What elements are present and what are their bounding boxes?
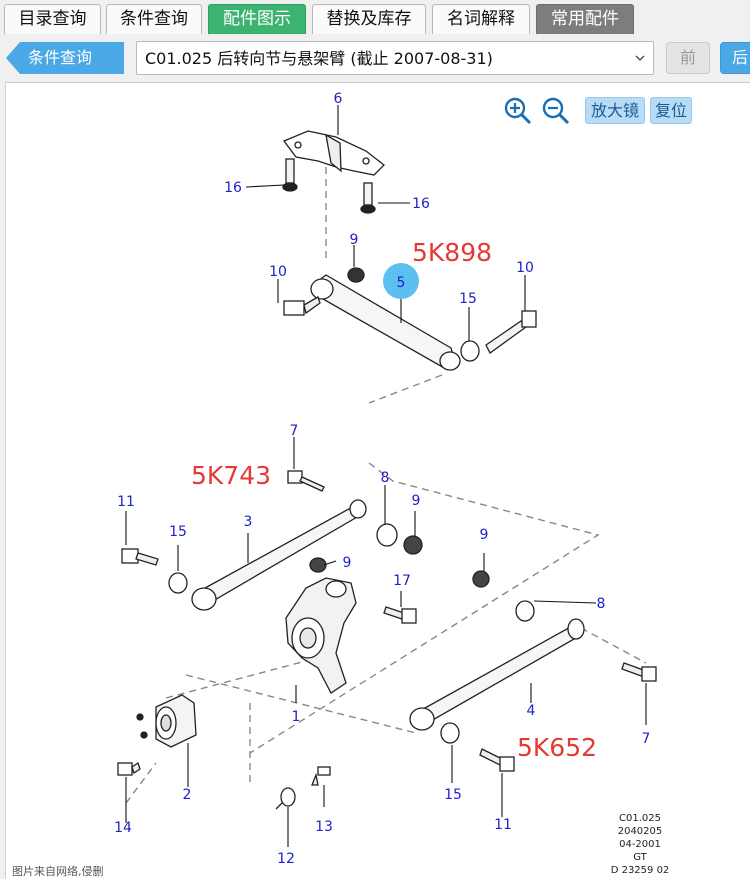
diagram-toolbar: 放大镜 复位 — [504, 95, 750, 127]
callout-9-top[interactable]: 9 — [350, 232, 359, 248]
callout-15-top[interactable]: 15 — [459, 291, 477, 307]
back-button-label: 条件查询 — [28, 48, 93, 67]
query-bar: 条件查询 C01.025 后转向节与悬架臂 (截止 2007-08-31) 前 … — [0, 36, 750, 80]
callout-10-right[interactable]: 10 — [516, 260, 534, 276]
callout-5[interactable]: 5 — [397, 275, 406, 291]
callout-14[interactable]: 14 — [114, 820, 132, 836]
callout-16-right[interactable]: 16 — [412, 196, 430, 212]
callout-8-top[interactable]: 8 — [381, 470, 390, 486]
magnifier-button[interactable]: 放大镜 — [585, 97, 645, 124]
annotation-5k898: 5K898 — [412, 238, 492, 267]
figure-info: C01.025 2040205 04-2001 GT D 23259 02 — [611, 813, 670, 876]
part-bolt-10-left — [283, 296, 321, 316]
tab-bar: 目录查询 条件查询 配件图示 替换及库存 名词解释 常用配件 — [0, 0, 750, 36]
tab-replacement-stock[interactable]: 替换及库存 — [312, 4, 426, 34]
annotation-5k652: 5K652 — [517, 733, 597, 762]
figure-info-line-4: GT — [633, 852, 647, 863]
part-washer-15-top — [460, 340, 480, 362]
callout-6[interactable]: 6 — [334, 91, 343, 107]
figure-info-line-3: 04-2001 — [619, 839, 661, 850]
zoom-out-icon[interactable] — [540, 95, 572, 127]
footnote: 图片来自网络,侵删 — [12, 865, 104, 878]
chevron-down-icon — [635, 55, 645, 61]
back-to-condition-query-button[interactable]: 条件查询 — [6, 42, 124, 74]
callout-3[interactable]: 3 — [244, 514, 253, 530]
part-bolt-11-bottom — [479, 748, 515, 772]
part-nut-9-right — [472, 570, 490, 588]
back-arrow-shape — [6, 42, 124, 74]
tab-common-parts[interactable]: 常用配件 — [536, 4, 634, 34]
part-nut-9-small — [309, 557, 327, 573]
reset-button[interactable]: 复位 — [650, 97, 692, 124]
next-button[interactable]: 后 — [720, 42, 750, 74]
tab-catalog-query[interactable]: 目录查询 — [4, 4, 101, 34]
selected-group-text: C01.025 后转向节与悬架臂 (截止 2007-08-31) — [145, 49, 493, 68]
tab-glossary[interactable]: 名词解释 — [432, 4, 530, 34]
callout-7-top[interactable]: 7 — [290, 423, 299, 439]
part-washer-15-left — [168, 572, 188, 594]
part-bolt-10-right — [485, 310, 537, 354]
figure-info-line-5: D 23259 02 — [611, 865, 670, 876]
figure-info-line-2: 2040205 — [618, 826, 663, 837]
part-bolt-7-right — [621, 662, 657, 682]
part-nut-9-top — [347, 267, 365, 283]
callout-12[interactable]: 12 — [277, 851, 295, 867]
part-hub-2 — [136, 694, 197, 748]
highlight-circle — [383, 263, 419, 299]
part-link-5 — [310, 274, 461, 371]
part-washer-8-right — [515, 600, 535, 622]
callout-13[interactable]: 13 — [315, 819, 333, 835]
part-washer-8-top — [376, 523, 398, 547]
callout-15-bottom[interactable]: 15 — [444, 787, 462, 803]
callout-15-left[interactable]: 15 — [169, 524, 187, 540]
annotations: 5K898 5K743 5K652 — [191, 238, 597, 762]
tab-parts-diagram[interactable]: 配件图示 — [208, 4, 306, 34]
callout-1[interactable]: 1 — [292, 709, 301, 725]
diagram-group-select[interactable]: C01.025 后转向节与悬架臂 (截止 2007-08-31) — [136, 41, 654, 75]
parts-diagram: 6 16 16 9 10 5 15 10 7 8 9 11 15 3 9 17 … — [114, 91, 670, 876]
part-nut-9-mid — [403, 535, 423, 555]
part-bolt-14 — [117, 761, 141, 776]
part-bolt-16-left — [282, 158, 298, 192]
part-bolt-13 — [311, 766, 331, 786]
figure-info-line-1: C01.025 — [619, 813, 661, 824]
tab-condition-query[interactable]: 条件查询 — [106, 4, 202, 34]
callout-4[interactable]: 4 — [527, 703, 536, 719]
part-sensor-12 — [275, 787, 296, 810]
part-washer-15-bottom — [440, 722, 460, 744]
part-bolt-17 — [383, 606, 417, 624]
previous-button[interactable]: 前 — [666, 42, 710, 74]
callout-9-right[interactable]: 9 — [480, 527, 489, 543]
diagram-panel[interactable]: 6 16 16 9 10 5 15 10 7 8 9 11 15 3 9 17 … — [5, 82, 750, 879]
callout-17[interactable]: 17 — [393, 573, 411, 589]
callout-10-left[interactable]: 10 — [269, 264, 287, 280]
callout-9-small[interactable]: 9 — [343, 555, 352, 571]
part-drawings — [117, 130, 657, 810]
callout-11-bottom[interactable]: 11 — [494, 817, 512, 833]
callout-11-left[interactable]: 11 — [117, 494, 135, 510]
part-bolt-11-left — [121, 548, 159, 566]
callout-2[interactable]: 2 — [183, 787, 192, 803]
part-bolt-16-right — [360, 182, 376, 214]
part-knuckle-1 — [285, 577, 357, 694]
callout-7-right[interactable]: 7 — [642, 731, 651, 747]
annotation-5k743: 5K743 — [191, 461, 271, 490]
part-arm-4 — [409, 618, 585, 731]
callout-numbers: 6 16 16 9 10 5 15 10 7 8 9 11 15 3 9 17 … — [114, 91, 650, 867]
part-bracket-6 — [282, 130, 385, 176]
callout-leaders — [125, 105, 647, 847]
callout-16-left[interactable]: 16 — [224, 180, 242, 196]
part-arm-3 — [191, 499, 367, 611]
callout-9-mid[interactable]: 9 — [412, 493, 421, 509]
part-bolt-7-top — [287, 470, 325, 492]
zoom-in-icon[interactable] — [502, 95, 534, 127]
callout-8-right[interactable]: 8 — [597, 596, 606, 612]
